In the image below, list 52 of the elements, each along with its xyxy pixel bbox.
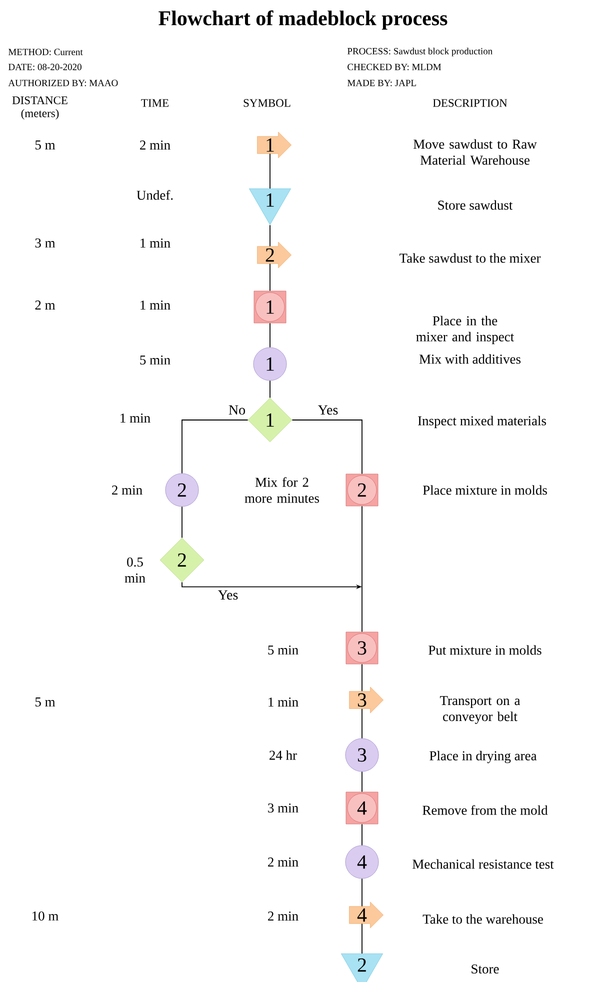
time-label: 1 min (268, 698, 298, 706)
time-label: 5 min (268, 645, 298, 655)
description-text: Inspect mixed materials (418, 416, 546, 428)
storage-triangle: 2 (341, 954, 383, 982)
time-label: 2 min (268, 858, 298, 866)
header-text: DATE: 08-20-2020 (8, 64, 82, 70)
time-label: 2 min (112, 486, 142, 494)
connector-line (182, 420, 248, 474)
header-text: AUTHORIZED BY: MAAO (8, 80, 118, 86)
time-label: 2 min (140, 140, 170, 150)
edge-label: No (227, 404, 247, 416)
time-label: 3 min (268, 803, 298, 813)
distance-label: 5 m (35, 698, 56, 706)
time-label: 1 min (140, 238, 170, 248)
description-text: Take sawdust to the mixer (400, 253, 541, 263)
time-label: Undef. (136, 190, 173, 200)
distance-label: 10 m (32, 911, 58, 921)
storage-triangle: 1 (249, 188, 291, 225)
time-label: 24 hr (270, 750, 297, 760)
connector-line (292, 420, 362, 474)
description-text: Put mixture in molds (428, 645, 542, 655)
description-text: Store (472, 964, 499, 974)
time-label: 1 min (140, 300, 170, 310)
time-label: 5 min (140, 355, 170, 365)
edge-label: Yes (316, 404, 340, 416)
description-text: Place in drying area (430, 750, 537, 764)
description-text: Remove from the mold (422, 805, 548, 815)
distance-label: 2 m (35, 300, 56, 310)
description-text: Mix with additives (419, 354, 521, 364)
description-text: Take to the warehouse (422, 914, 543, 924)
description-text: Mix for 2 more minutes (244, 477, 320, 503)
header-text: MADE BY: JAPL (347, 80, 416, 86)
distance-label: 5 m (35, 140, 56, 150)
time-label: 2 min (268, 912, 298, 920)
description-text: Place in the mixer and inspect (416, 316, 514, 344)
column-heading: DISTANCE (meters) (12, 96, 68, 120)
description-text: Transport on a conveyor belt (440, 696, 520, 724)
description-text: Store sawdust (438, 200, 513, 210)
header-text: CHECKED BY: MLDM (348, 64, 442, 70)
column-heading: TIME (141, 99, 168, 107)
edge-label: Yes (216, 589, 240, 601)
distance-label: 3 m (35, 238, 56, 248)
time-label: 0.5 min (124, 558, 146, 582)
description-text: Move sawdust to Raw Material Warehouse (414, 139, 537, 165)
title: Flowchart of madeblock process (158, 10, 448, 30)
header-text: METHOD: Current (8, 48, 83, 56)
column-heading: DESCRIPTION (432, 99, 508, 107)
column-heading: SYMBOL (244, 99, 290, 107)
header-text: PROCESS: Sawdust block production (347, 48, 492, 56)
time-label: 1 min (120, 414, 150, 422)
description-text: Mechanical resistance test (412, 859, 554, 869)
description-text: Place mixture in molds (422, 485, 547, 495)
